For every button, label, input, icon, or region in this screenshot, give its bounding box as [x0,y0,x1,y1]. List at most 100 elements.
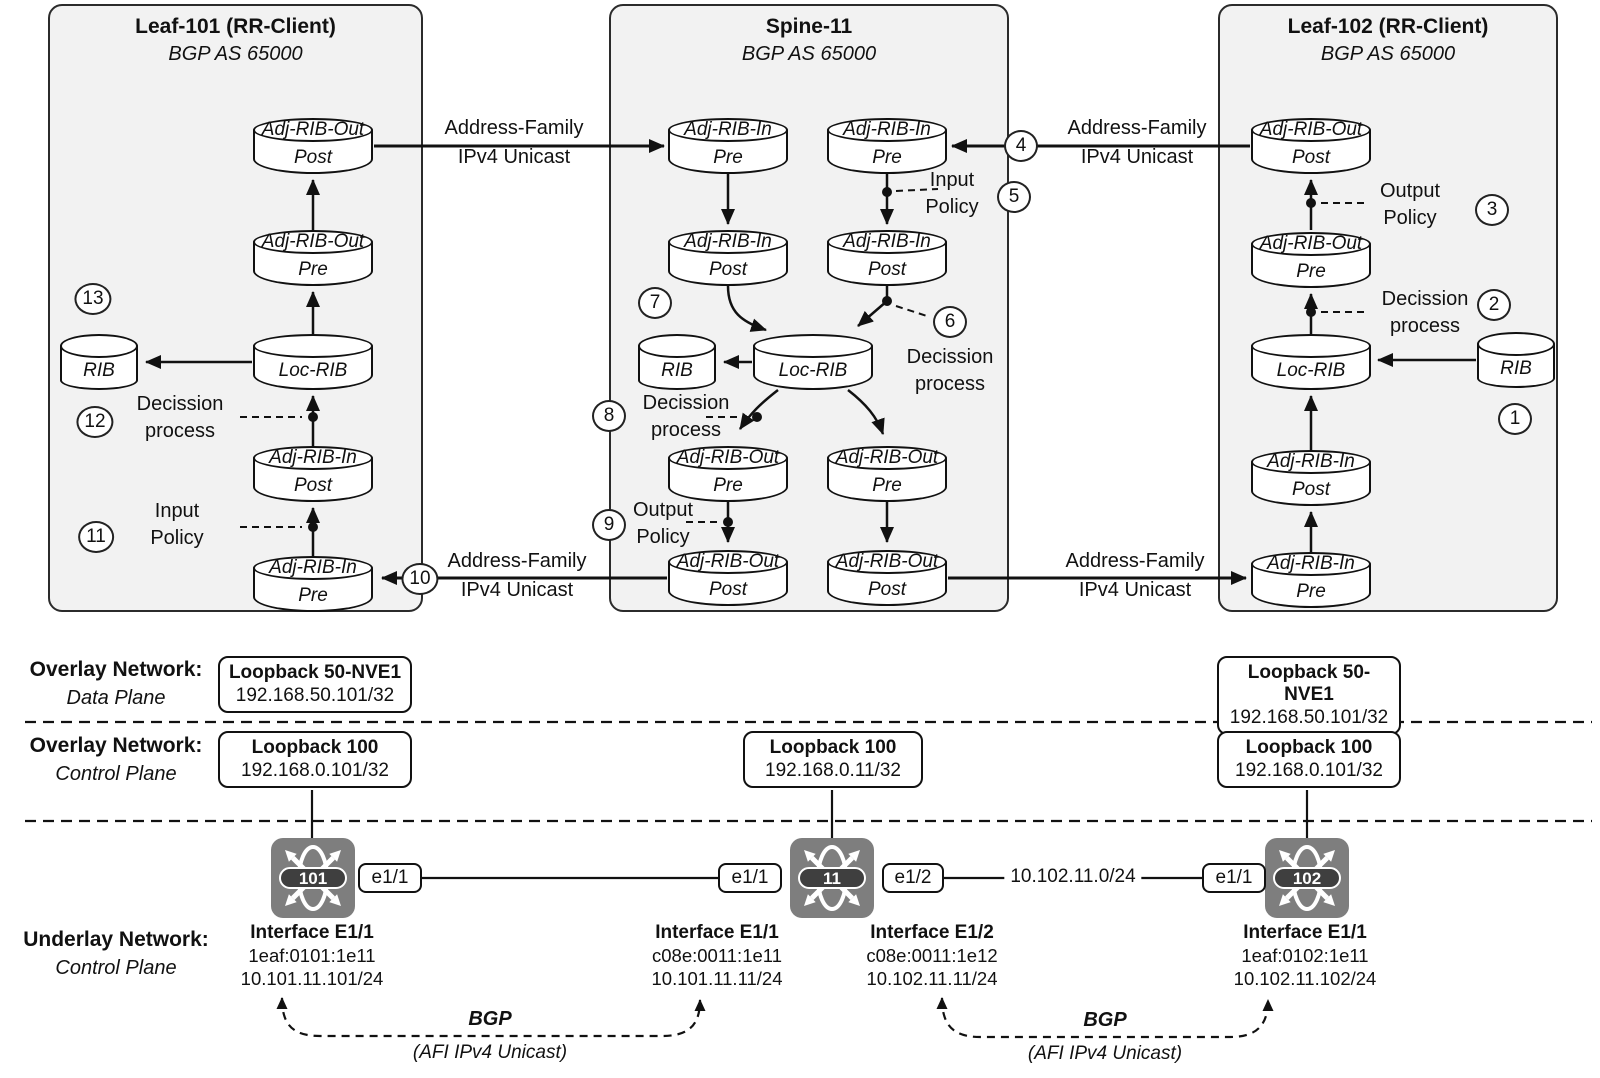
label-line: Decission [1381,288,1469,310]
step-badge-7: 7 [638,287,672,319]
cylinder-spine-loc-rib: Loc-RIB [753,334,873,390]
cylinder-spine-rib: RIB [638,334,716,390]
cylinder-leaf102-adj-rib-out-post: Adj-RIB-Out Post [1251,118,1371,174]
interface-block-spine-e1-1: Interface E1/1 c08e:0011:1e11 10.101.11.… [652,921,783,990]
cylinder-leaf102-rib: RIB [1477,332,1555,388]
cylinder-sublabel: Pre [1296,261,1326,282]
label-line: IPv4 Unicast [457,146,571,168]
cylinder-shape [1251,334,1371,358]
panel-leaf-101-subtitle: BGP AS 65000 [168,43,303,65]
label-line: Policy [1383,207,1437,229]
cylinder-spine-adj-rib-in-post-left: Adj-RIB-In Post [668,230,788,286]
cylinder-sublabel: Post [708,259,748,280]
step-badge-12: 12 [76,406,114,438]
step-badge-13: 13 [74,283,112,315]
interface-name: Interface E1/2 [870,922,994,943]
cylinder-sublabel: Post [867,579,907,600]
label-line: process [650,419,722,441]
label-line: Address-Family [447,550,587,572]
step-badge-5: 5 [997,181,1031,213]
loopback-box-leaf101-lo100: Loopback 100 192.168.0.101/32 [218,731,412,788]
router-icon-102: 102 [1265,838,1349,918]
cylinder-label: Adj-RIB-Out [261,231,365,252]
router-id-11: 11 [798,867,866,889]
label-line: Decission [906,346,994,368]
cylinder-leaf101-adj-rib-out-post: Adj-RIB-Out Post [253,118,373,174]
cylinder-label: Adj-RIB-In [684,119,772,140]
cylinder-label: Adj-RIB-Out [676,447,780,468]
cylinder-label: Loc-RIB [778,360,848,381]
router-id-102: 102 [1273,867,1341,889]
section-underlay-control-plane: Underlay Network: Control Plane [23,928,209,980]
loopback-ip: 192.168.50.101/32 [235,685,395,706]
router-id-101: 101 [279,867,347,889]
label-line: Decission [136,393,224,415]
interface-mac: c08e:0011:1e12 [866,945,998,966]
cylinder-label: Adj-RIB-Out [676,551,780,572]
cylinder-label: Adj-RIB-In [269,557,357,578]
cylinder-sublabel: Pre [872,147,902,168]
label-line: Input [154,500,200,522]
edge-label-af-bottom-right: Address-Family IPv4 Unicast [1066,547,1205,605]
interface-name: Interface E1/1 [1243,922,1367,943]
cylinder-shape [1477,332,1555,356]
step-badge-11: 11 [78,521,114,553]
label-spine-decision-process-left: Decission process [643,390,730,444]
interface-ip: 10.102.11.102/24 [1233,968,1377,989]
cylinder-spine-adj-rib-out-pre-left: Adj-RIB-Out Pre [668,446,788,502]
cylinder-label: Loc-RIB [278,360,348,381]
label-leaf102-output-policy: Output Policy [1380,178,1440,232]
step-badge-1: 1 [1498,403,1532,435]
label-line: IPv4 Unicast [1080,146,1194,168]
cylinder-spine-adj-rib-out-post-right: Adj-RIB-Out Post [827,550,947,606]
cylinder-sublabel: Pre [298,259,328,280]
section-overlay-data-plane: Overlay Network: Data Plane [30,658,203,710]
step-badge-9: 9 [592,509,626,541]
loopback-box-leaf101-nve: Loopback 50-NVE1 192.168.50.101/32 [218,656,412,713]
section-sub: Data Plane [66,687,166,709]
step-badge-2: 2 [1477,289,1511,321]
cylinder-sublabel: Pre [298,585,328,606]
cylinder-spine-adj-rib-in-pre-left: Adj-RIB-In Pre [668,118,788,174]
cylinder-spine-adj-rib-out-pre-right: Adj-RIB-Out Pre [827,446,947,502]
cylinder-label: Adj-RIB-Out [1259,233,1363,254]
edge-label-af-top-right: Address-Family IPv4 Unicast [1068,114,1207,172]
cylinder-leaf102-adj-rib-out-pre: Adj-RIB-Out Pre [1251,232,1371,288]
cylinder-shape [253,556,373,580]
label-line: Address-Family [1067,117,1207,139]
router-icon-11: 11 [790,838,874,918]
cylinder-label: RIB [661,360,693,381]
cylinder-sublabel: Pre [713,475,743,496]
loopback-name: Loopback 100 [1245,737,1373,758]
section-sub: Control Plane [55,763,177,785]
cylinder-shape [827,118,947,142]
interface-block-leaf102: Interface E1/1 1eaf:0102:1e11 10.102.11.… [1234,921,1377,990]
label-line: Decission [642,392,730,414]
label-line: process [914,373,986,395]
cylinder-shape [668,550,788,574]
port-spine-e1-1: e1/1 [718,863,782,893]
loopback-ip: 192.168.0.101/32 [1235,760,1383,781]
bgp-session-label-left: BGP [468,1008,512,1030]
cylinder-sublabel: Pre [872,475,902,496]
interface-name: Interface E1/1 [655,922,779,943]
label-line: process [1389,315,1461,337]
cylinder-leaf102-loc-rib: Loc-RIB [1251,334,1371,390]
cylinder-leaf101-adj-rib-out-pre: Adj-RIB-Out Pre [253,230,373,286]
label-line: Policy [636,526,690,548]
cylinder-spine-adj-rib-in-post-right: Adj-RIB-In Post [827,230,947,286]
cylinder-sublabel: Post [293,475,333,496]
cylinder-label: Adj-RIB-In [843,119,931,140]
label-line: IPv4 Unicast [1078,579,1192,601]
cylinder-label: Loc-RIB [1276,360,1346,381]
label-leaf101-input-policy: Input Policy [150,498,203,552]
port-spine-e1-2: e1/2 [882,863,944,893]
interface-mac: 1eaf:0102:1e11 [1241,945,1369,966]
label-line: Output [632,499,694,521]
cylinder-sublabel: Post [708,579,748,600]
loopback-ip: 192.168.50.101/32 [1229,707,1389,728]
cylinder-shape [60,334,138,358]
edge-label-af-bottom-left: Address-Family IPv4 Unicast [448,547,587,605]
panel-leaf-101-title: Leaf-101 (RR-Client) [135,15,336,38]
